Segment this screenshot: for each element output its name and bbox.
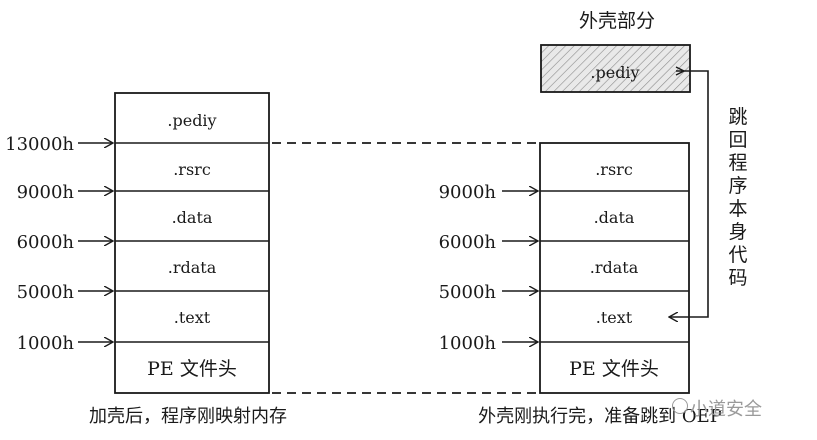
jump-back-char: 回	[728, 129, 747, 151]
left-section-pe-header: PE 文件头	[147, 358, 237, 380]
jump-back-vertical-text: 跳 回 程 序 本 身 代 码	[728, 106, 747, 289]
left-memory-stack: .pediy .rsrc .data .rdata .text PE 文件头 1…	[5, 92, 270, 394]
jump-back-char: 身	[728, 221, 747, 243]
right-section-rdata: .rdata	[590, 258, 639, 277]
left-address-13000h: 13000h	[5, 134, 74, 155]
right-address-6000h: 6000h	[439, 232, 497, 253]
right-address-1000h: 1000h	[439, 333, 497, 354]
right-caption: 外壳刚执行完，准备跳到 OEP	[478, 406, 722, 427]
watermark-icon	[672, 398, 688, 414]
jump-back-char: 码	[728, 267, 747, 289]
right-address-5000h: 5000h	[439, 282, 497, 303]
left-stack-border	[114, 92, 270, 394]
left-address-5000h: 5000h	[17, 282, 75, 303]
left-caption: 加壳后，程序刚映射内存	[89, 406, 287, 427]
right-section-rsrc: .rsrc	[595, 160, 633, 179]
right-section-pe-header: PE 文件头	[569, 358, 659, 380]
right-stack-border	[539, 142, 690, 394]
jump-back-char: 跳	[728, 106, 747, 128]
jump-back-char: 代	[728, 244, 747, 266]
left-section-data: .data	[172, 208, 213, 227]
right-memory-stack: .rsrc .data .rdata .text PE 文件头 9000h 60…	[439, 142, 690, 394]
left-section-text: .text	[174, 308, 211, 327]
left-address-1000h: 1000h	[17, 333, 75, 354]
shell-title: 外壳部分	[579, 10, 655, 32]
jump-back-char: 程	[728, 152, 747, 174]
jump-back-arrow	[670, 70, 709, 317]
left-section-pediy: .pediy	[167, 111, 216, 130]
watermark-text: 小道安全	[690, 399, 762, 420]
left-section-rsrc: .rsrc	[173, 160, 211, 179]
shell-section-label: .pediy	[590, 63, 639, 82]
left-section-rdata: .rdata	[168, 258, 217, 277]
jump-back-char: 序	[728, 175, 747, 197]
right-address-9000h: 9000h	[439, 182, 497, 203]
right-section-data: .data	[594, 208, 635, 227]
left-address-9000h: 9000h	[17, 182, 75, 203]
left-address-6000h: 6000h	[17, 232, 75, 253]
jump-back-char: 本	[728, 198, 747, 220]
right-section-text: .text	[596, 308, 633, 327]
shell-section-box	[540, 44, 691, 93]
jump-start-arrowhead	[675, 66, 686, 76]
